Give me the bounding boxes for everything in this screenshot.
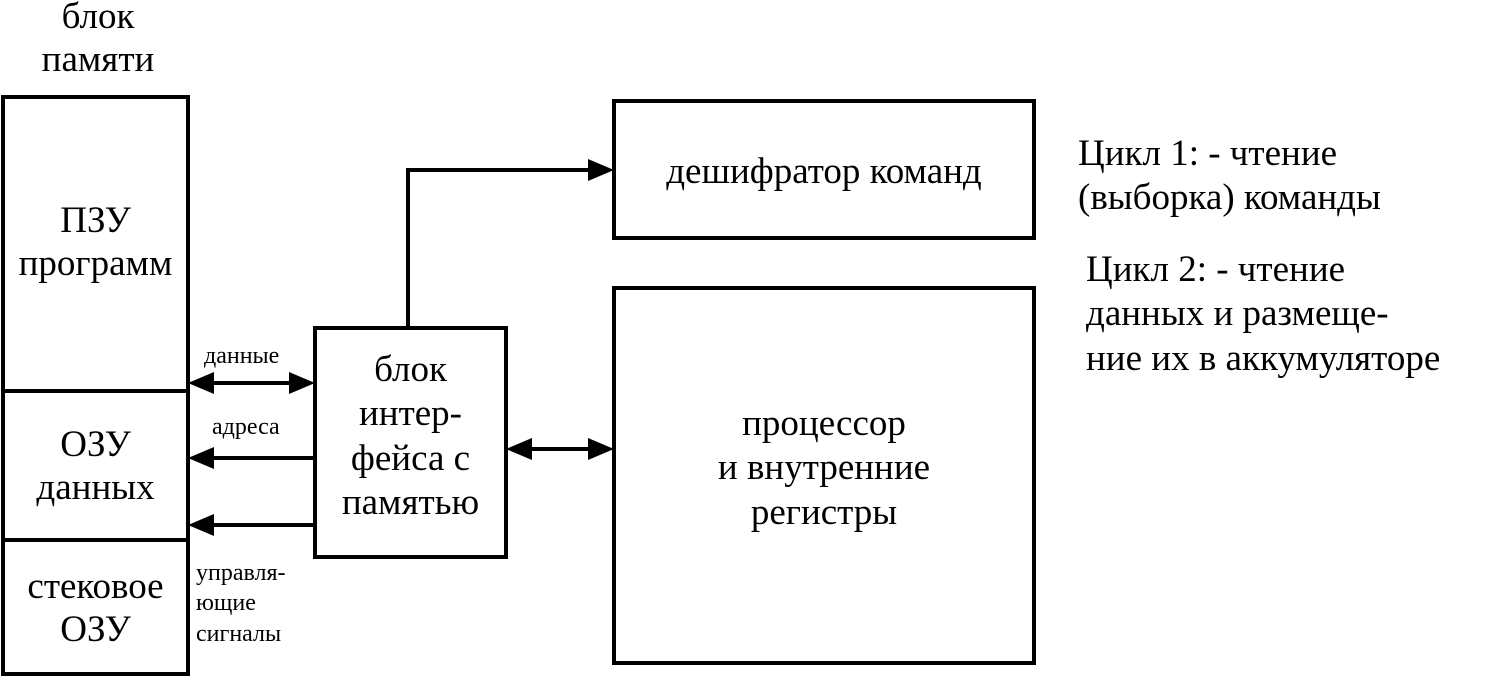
control-signal-label: управля- ющие сигналы xyxy=(196,558,286,649)
ram-label-line: данных xyxy=(36,466,155,508)
cycle2-note-line: Цикл 2: - чтение xyxy=(1086,249,1346,290)
interface-label-line: блок xyxy=(374,349,447,390)
rom-label-line: программ xyxy=(18,242,173,284)
cycle1-note-line: (выборка) команды xyxy=(1078,177,1381,219)
memory-interface-label: блок интер- фейса с памятью xyxy=(315,348,506,526)
cycle2-note-line: ние их в аккумуляторе xyxy=(1086,337,1441,379)
memory-interface-box xyxy=(313,326,508,559)
processor-label-line: и внутренние xyxy=(717,447,931,489)
control-label-line: сигналы xyxy=(196,620,282,647)
rom-programs-box xyxy=(1,95,190,393)
stack-ram-box xyxy=(1,538,190,676)
processor-label-line: регистры xyxy=(750,491,898,533)
memory-block-title-line: блок xyxy=(61,0,135,37)
cycle1-note: Цикл 1: - чтение (выборка) команды xyxy=(1078,132,1381,221)
rom-programs-label: ПЗУ программ xyxy=(3,200,188,285)
stack-label-line: ОЗУ xyxy=(60,608,131,650)
interface-label-line: интер- xyxy=(358,393,462,435)
address-arrow xyxy=(188,447,315,469)
cycle2-note: Цикл 2: - чтение данных и размеще- ние и… xyxy=(1086,248,1440,381)
stack-label-line: стековое xyxy=(27,566,164,607)
cycle1-note-line: Цикл 1: - чтение xyxy=(1078,133,1338,174)
instruction-decoder-box xyxy=(612,99,1036,240)
interface-label-line: фейса с xyxy=(350,437,471,479)
interface-processor-arrow xyxy=(506,438,614,460)
ram-data-label: ОЗУ данных xyxy=(3,424,188,509)
rom-label-line: ПЗУ xyxy=(60,200,131,241)
control-label-line: управля- xyxy=(196,560,286,586)
interface-label-line: памятью xyxy=(341,482,480,524)
instruction-decoder-label: дешифратор команд xyxy=(666,151,982,192)
control-label-line: ющие xyxy=(196,590,256,617)
stack-ram-label: стековое ОЗУ xyxy=(3,566,188,651)
ram-label-line: ОЗУ xyxy=(60,424,131,465)
cycle2-note-line: данных и размеще- xyxy=(1086,293,1389,335)
data-signal-label: данные xyxy=(204,343,280,369)
interface-to-decoder-arrow xyxy=(406,159,614,328)
processor-box xyxy=(612,286,1036,665)
processor-label: процессор и внутренние регистры xyxy=(614,402,1034,535)
memory-block-title-line: памяти xyxy=(41,38,155,80)
address-signal-label: адреса xyxy=(212,414,280,440)
memory-block-title: блок памяти xyxy=(28,0,168,81)
control-arrow xyxy=(188,514,315,536)
processor-label-line: процессор xyxy=(742,403,906,444)
data-arrow xyxy=(188,372,315,394)
